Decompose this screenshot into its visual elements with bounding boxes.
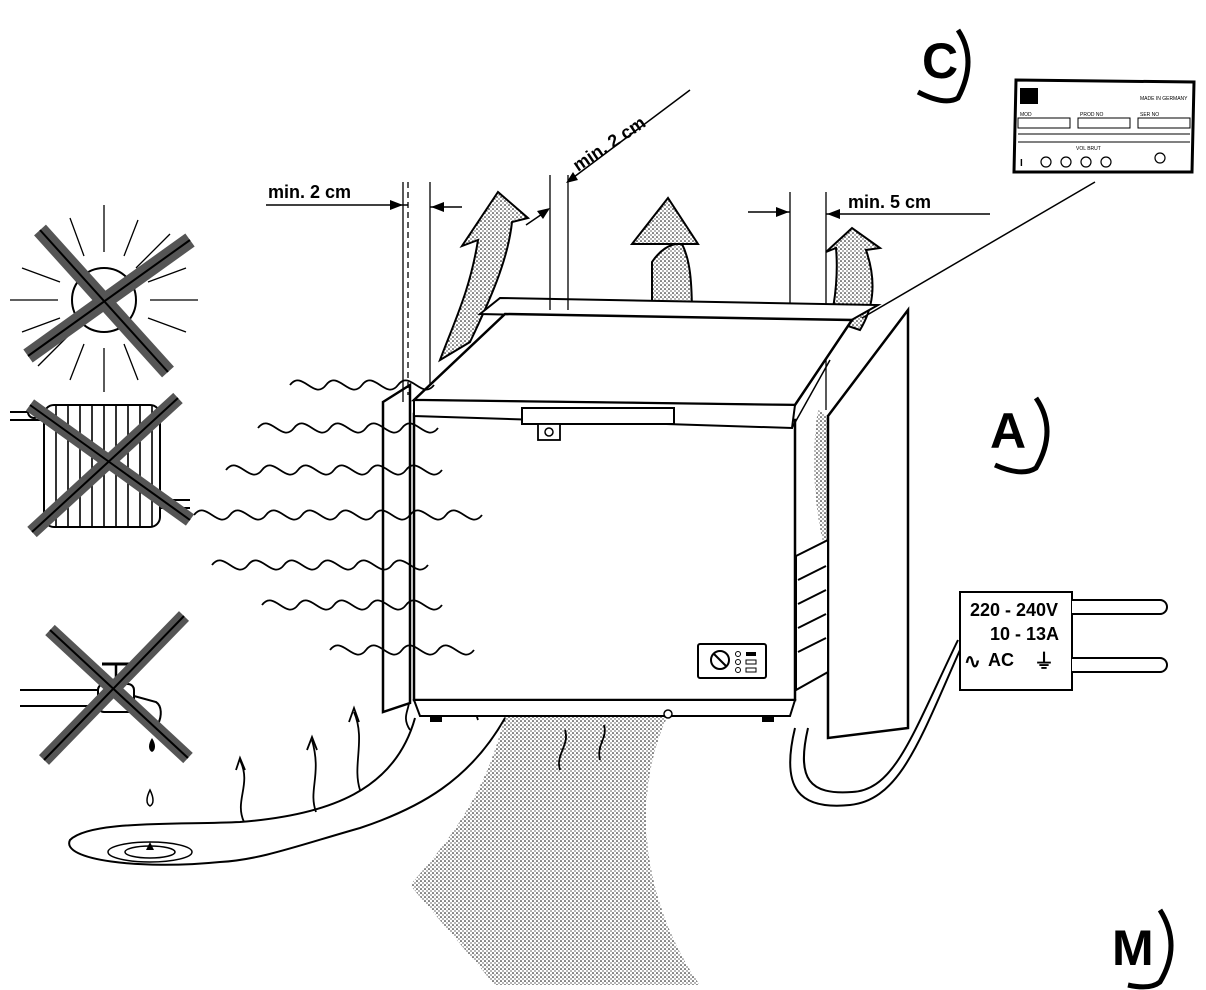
section-letter-m-text: M bbox=[1112, 920, 1154, 976]
section-letter-a-bracket bbox=[993, 396, 1050, 475]
lock-icon bbox=[544, 427, 554, 437]
clearance-left-label: min. 2 cm bbox=[268, 182, 351, 202]
section-letter-a: A bbox=[990, 396, 1050, 475]
brand-logo-icon bbox=[1020, 88, 1038, 104]
left-wall-panel bbox=[381, 182, 431, 714]
svg-text:I: I bbox=[1020, 158, 1023, 169]
water-tap-prohibited-icon bbox=[20, 611, 193, 807]
rating-plate-vol: VOL BRUT bbox=[1076, 146, 1101, 152]
rating-plate-mod: MOD bbox=[1020, 112, 1032, 118]
rating-plate-prod: PROD NO bbox=[1080, 112, 1103, 118]
section-letter-c: C bbox=[916, 28, 971, 104]
rating-plate: MADE IN GERMANY MOD PROD NO SER NO VOL B… bbox=[861, 78, 1196, 319]
plug-pin-top bbox=[1072, 599, 1168, 615]
section-letter-m-bracket bbox=[1127, 908, 1174, 990]
section-letter-c-bracket bbox=[916, 28, 971, 104]
clearance-right: min. 5 cm bbox=[748, 192, 990, 219]
plug-supply: AC bbox=[988, 650, 1014, 670]
heat-waves bbox=[193, 379, 483, 656]
thermostat-control-panel[interactable] bbox=[697, 643, 767, 679]
lid-handle[interactable] bbox=[521, 407, 675, 441]
clearance-right-label: min. 5 cm bbox=[848, 192, 931, 212]
power-plug: 220 - 240V 10 - 13A ∿ AC ⏚ bbox=[789, 591, 1168, 807]
floor-airflow-shadow bbox=[410, 715, 700, 985]
chest-freezer bbox=[410, 312, 855, 722]
section-letter-a-text: A bbox=[990, 403, 1026, 459]
plug-voltage: 220 - 240V bbox=[970, 600, 1058, 620]
section-letter-c-text: C bbox=[922, 33, 958, 89]
plug-pin-bottom bbox=[1072, 657, 1168, 673]
clearance-back-label: min. 2 cm bbox=[569, 112, 649, 175]
water-stream bbox=[68, 717, 506, 866]
section-letter-m: M bbox=[1112, 908, 1174, 990]
rating-plate-made-in: MADE IN GERMANY bbox=[1140, 96, 1188, 102]
plug-current: 10 - 13A bbox=[990, 624, 1059, 644]
rating-plate-ser: SER NO bbox=[1140, 112, 1159, 118]
clearance-left: min. 2 cm bbox=[266, 182, 462, 212]
freezer-lid bbox=[410, 312, 855, 407]
sun-prohibited-icon bbox=[10, 205, 198, 392]
radiator-prohibited-icon bbox=[10, 392, 195, 538]
earth-symbol-icon: ⏚ bbox=[1034, 650, 1054, 673]
ac-symbol-icon: ∿ bbox=[964, 651, 981, 673]
